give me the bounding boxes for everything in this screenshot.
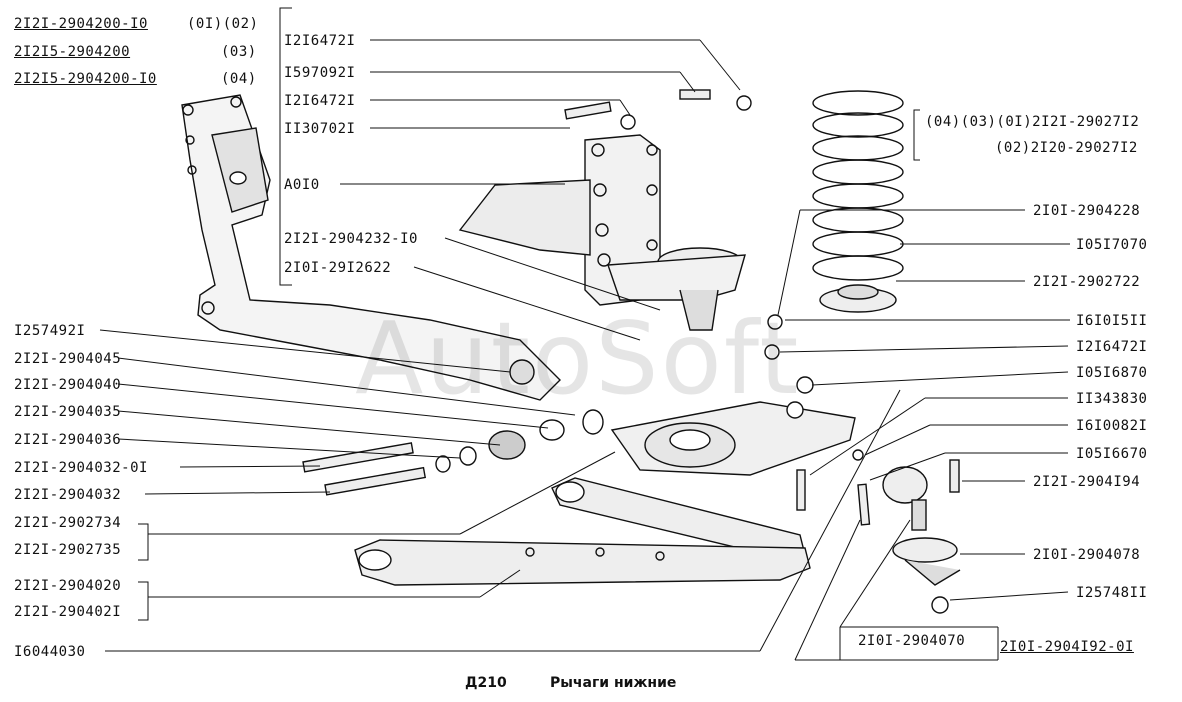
part-label: 2I2I-290402I [14, 604, 122, 620]
watermark: AutoSoft [355, 300, 801, 417]
page-title: Рычаги нижние [550, 675, 677, 691]
part-label: 2I0I-2904078 [1033, 547, 1141, 563]
part-label: 2I2I-2904035 [14, 404, 122, 420]
part-label: 2I2I-2904036 [14, 432, 122, 448]
coil-spring-drawing [812, 90, 904, 281]
ball-joint-drawing [882, 466, 961, 614]
part-label: 2I2I-2904032 [14, 487, 122, 503]
part-label: I257492I [14, 323, 86, 339]
long-arm-drawing [354, 539, 811, 586]
leader-lines [99, 7, 1070, 661]
bushings-drawing [435, 314, 864, 473]
part-label: II30702I [284, 121, 356, 137]
bolts-drawing [302, 89, 960, 526]
part-label: I2I6472I [1076, 339, 1148, 355]
part-label: I6I0082I [1076, 418, 1148, 434]
part-label: 2I2I-2904020 [14, 578, 122, 594]
part-label: II343830 [1076, 391, 1148, 407]
part-label: 2I0I-2904I92-0I [1000, 639, 1134, 655]
page-code: Д210 [465, 675, 507, 691]
part-label: 2I0I-29I2622 [284, 260, 392, 276]
part-label: I25748II [1076, 585, 1148, 601]
part-label: 2I0I-2904228 [1033, 203, 1141, 219]
part-label: I05I6670 [1076, 446, 1148, 462]
header-variant-1: (0I)(02) [187, 16, 259, 32]
part-label: I597092I [284, 65, 356, 81]
part-label: I05I7070 [1076, 237, 1148, 253]
part-label: I2I6472I [284, 33, 356, 49]
lower-arm-drawing [610, 401, 856, 476]
header-code-1: 2I2I-2904200-I0 [14, 16, 148, 32]
part-label: 2I0I-2904070 [858, 633, 966, 649]
part-label: A0I0 [284, 177, 320, 193]
header-code-3: 2I2I5-2904200-I0 [14, 71, 157, 87]
part-label: I05I6870 [1076, 365, 1148, 381]
part-label: 2I2I-2904I94 [1033, 474, 1141, 490]
part-label: (02)2I20-29027I2 [995, 140, 1138, 156]
part-label: (04)(03)(0I)2I2I-29027I2 [925, 114, 1140, 130]
part-label: 2I2I-2904232-I0 [284, 231, 418, 247]
part-label: 2I2I-2904032-0I [14, 460, 148, 476]
header-variant-3: (04) [221, 71, 257, 87]
header-code-2: 2I2I5-2904200 [14, 44, 131, 60]
part-label: I6I0I5II [1076, 313, 1148, 329]
upper-mount-drawing [607, 247, 746, 331]
spring-seat-drawing [819, 284, 897, 313]
part-label: 2I2I-2904040 [14, 377, 122, 393]
part-label: 2I2I-2902735 [14, 542, 122, 558]
part-label: I2I6472I [284, 93, 356, 109]
front-crossmember-drawing [181, 94, 561, 401]
header-variant-2: (03) [221, 44, 257, 60]
part-label: 2I2I-2902734 [14, 515, 122, 531]
part-label: 2I2I-2904045 [14, 351, 122, 367]
part-label: 2I2I-2902722 [1033, 274, 1141, 290]
part-label: I6044030 [14, 644, 86, 660]
